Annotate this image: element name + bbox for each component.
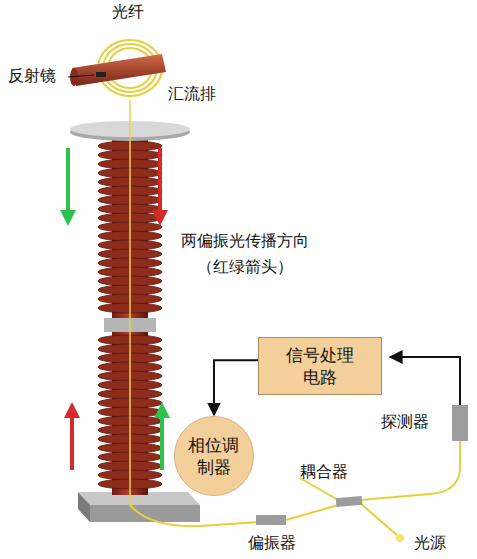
node-text: 信号处理电路	[284, 344, 356, 388]
part-label: 光纤	[112, 2, 144, 22]
process-box: 信号处理电路	[258, 337, 382, 395]
mirror	[96, 72, 106, 77]
light-source	[396, 534, 404, 542]
connector-arrow	[214, 360, 258, 415]
busbar	[72, 54, 166, 86]
leader-line	[68, 75, 94, 77]
part-label: 偏振器	[248, 533, 296, 553]
part-label: 汇流排	[168, 84, 216, 104]
process-circle: 相位调制器	[174, 416, 254, 496]
part-label: 反射镜	[8, 66, 56, 86]
part-label: 探测器	[381, 412, 429, 432]
base-side	[78, 492, 90, 522]
part-label: 耦合器	[300, 462, 348, 482]
note-label: 两偏振光传播方向 （红绿箭头）	[170, 228, 320, 279]
part-label: 光源	[414, 533, 446, 553]
polarizer	[256, 515, 286, 525]
fiber	[129, 100, 131, 505]
node-text: 相位调制器	[187, 434, 241, 478]
base-front	[90, 505, 200, 522]
polarization-arrows	[60, 148, 170, 470]
detector	[452, 405, 468, 441]
signal-line	[390, 357, 460, 405]
coupler	[336, 496, 363, 507]
